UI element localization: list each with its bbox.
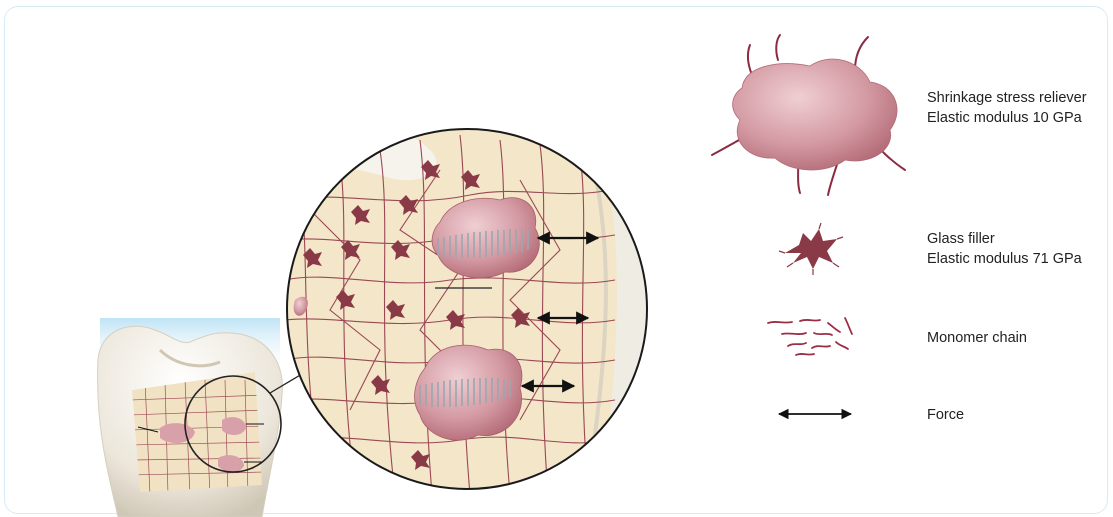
legend-force-label: Force [927, 405, 964, 425]
legend-force-title: Force [927, 405, 964, 425]
legend-glass-filler-icon [779, 223, 843, 275]
legend-stress-reliever-icon [712, 35, 905, 195]
legend-stress-reliever-modulus: Elastic modulus 10 GPa [927, 108, 1087, 128]
tooth-illustration [98, 318, 307, 517]
legend-monomer-chain-title: Monomer chain [927, 328, 1027, 348]
legend-monomer-chain-label: Monomer chain [927, 328, 1027, 348]
legend-glass-filler-title: Glass filler [927, 229, 1082, 249]
legend-stress-reliever-label: Shrinkage stress reliever Elastic modulu… [927, 88, 1087, 128]
tooth-filling-cavity [130, 372, 265, 495]
legend-monomer-chain-icon [768, 318, 852, 355]
legend-stress-reliever-title: Shrinkage stress reliever [927, 88, 1087, 108]
legend-glass-filler-modulus: Elastic modulus 71 GPa [927, 249, 1082, 269]
magnified-view [280, 120, 660, 500]
legend-glass-filler-label: Glass filler Elastic modulus 71 GPa [927, 229, 1082, 269]
shrinkage-stress-reliever-particle [415, 345, 522, 440]
